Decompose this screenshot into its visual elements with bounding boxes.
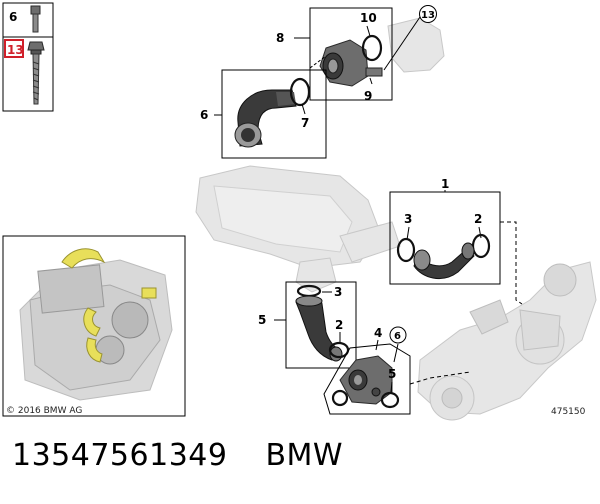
callout-11: 9 <box>364 89 372 103</box>
callout-3a: 3 <box>404 212 412 226</box>
callout-3b: 3 <box>334 285 342 299</box>
charge-hose-8 <box>234 89 297 148</box>
callout-4: 4 <box>374 326 382 340</box>
connector-housing <box>319 39 383 87</box>
callout-6: 6 <box>394 331 401 342</box>
group-4-frame <box>323 343 411 415</box>
callout-10: 8 <box>276 31 284 45</box>
legend-frame <box>2 2 54 112</box>
callout-12: 10 <box>360 11 377 25</box>
callout-5: 5 <box>388 367 396 381</box>
inlet-ghost <box>387 17 445 73</box>
group-8-frame <box>221 69 327 159</box>
group-4: 4 6 5 <box>323 326 471 415</box>
callout-13-circle <box>419 5 437 23</box>
o-ring-2a <box>471 233 491 259</box>
engine-overview-inset: © 2016 BMW AG <box>2 235 186 417</box>
bolt-icon <box>27 41 45 105</box>
callout-2a: 2 <box>474 212 482 226</box>
yellow-hose-top <box>61 248 106 269</box>
legend-label-6: 6 <box>9 10 17 24</box>
charge-hose-7 <box>295 295 343 362</box>
callout-1: 1 <box>441 177 449 191</box>
screw-icon <box>30 5 41 33</box>
part-footer: 13547561349 BMW <box>12 438 381 473</box>
highlight-frame <box>4 39 24 58</box>
o-ring-lower <box>331 389 349 407</box>
o-ring-2b <box>328 341 350 359</box>
group-8: 6 7 <box>200 55 327 159</box>
legend-label-13: 13 <box>7 43 24 57</box>
callout-6-circle <box>389 326 407 344</box>
o-ring-9 <box>289 77 311 107</box>
charge-hose-1 <box>413 242 475 280</box>
copyright-text: © 2016 BMW AG <box>6 406 82 416</box>
o-ring-5 <box>380 391 400 409</box>
o-ring-12 <box>361 34 383 62</box>
callout-9: 7 <box>301 116 309 130</box>
callout-13: 13 <box>421 10 435 21</box>
group-10: 8 10 9 13 <box>276 5 437 103</box>
yellow-hose-mid <box>83 307 101 337</box>
group-10-frame <box>309 7 393 101</box>
turbocharger-ghost: 475150 <box>417 261 597 421</box>
brand-name: BMW <box>265 438 344 473</box>
flange-housing-4 <box>339 355 393 405</box>
callout-8: 6 <box>200 108 208 122</box>
callout-7: 5 <box>258 313 266 327</box>
fastener-legend: 6 13 <box>2 2 54 112</box>
intercooler-ghost <box>195 165 401 293</box>
callout-2b: 2 <box>335 318 343 332</box>
part-number: 13547561349 <box>12 438 228 473</box>
diagram-number: 475150 <box>551 407 586 417</box>
group-1: 1 3 2 <box>389 177 523 305</box>
yellow-fitting <box>141 287 157 299</box>
group-7: 5 3 2 <box>258 281 357 369</box>
inset-frame <box>2 235 186 417</box>
yellow-hose-low <box>86 337 103 363</box>
o-ring-3a <box>396 237 416 263</box>
group-7-frame <box>285 281 357 369</box>
